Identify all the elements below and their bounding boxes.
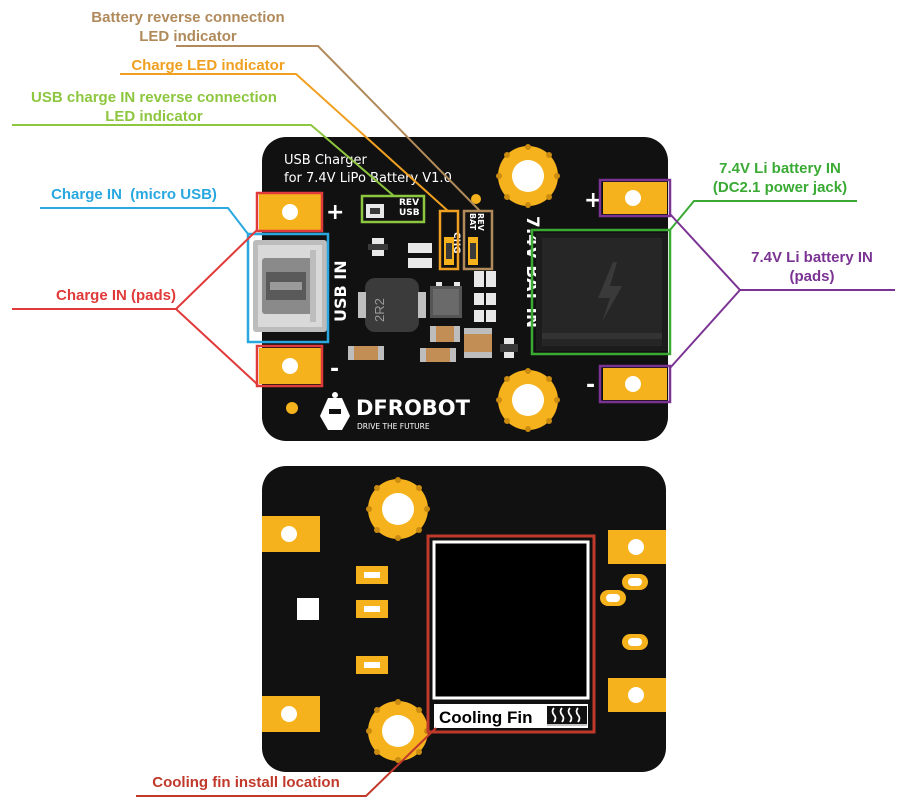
rev-bat-box xyxy=(462,209,494,271)
battery-pad-bottom-box xyxy=(598,364,672,404)
capacitor xyxy=(430,326,460,342)
plus-mark: + xyxy=(326,200,344,225)
label-charge-led: Charge LED indicator xyxy=(131,57,285,74)
leader-battery-pad-bottom xyxy=(669,289,741,369)
chg-text: CHG xyxy=(451,232,461,254)
smd-resistor xyxy=(408,258,432,268)
brand-name: DFROBOT xyxy=(356,396,471,420)
leader-micro-usb xyxy=(40,207,249,235)
dc-jack-box xyxy=(530,228,672,356)
brand-tagline: DRIVE THE FUTURE xyxy=(357,422,430,431)
label-battery-reverse-1: Battery reverse connection xyxy=(91,9,284,26)
label-battery-reverse-2: LED indicator xyxy=(139,28,237,45)
usb-in-label: USB IN xyxy=(331,260,350,322)
cooling-fin-pad xyxy=(432,540,590,700)
front-board: USB Charger for 7.4V LiPo Battery V1.0 +… xyxy=(253,137,668,441)
battery-plus-mark: + xyxy=(584,188,602,213)
label-battery-pads-2: (pads) xyxy=(790,268,835,285)
fiducial-dot xyxy=(471,194,481,204)
smd-part xyxy=(474,271,484,287)
smd-part xyxy=(486,271,496,287)
minus-mark: - xyxy=(330,357,339,382)
fiducial-dot xyxy=(286,402,298,414)
capacitor xyxy=(420,348,456,362)
label-usb-reverse-1: USB charge IN reverse connection xyxy=(31,89,277,106)
inductor-2r2: 2R2 xyxy=(358,278,426,332)
mounting-hole-top xyxy=(496,144,560,208)
rev-bat-text2: BAT xyxy=(468,213,477,231)
micro-usb-box xyxy=(246,232,330,344)
leader-dc-jack xyxy=(669,200,857,231)
cooling-fin-label: Cooling Fin xyxy=(439,708,532,727)
front-pcb xyxy=(262,137,668,441)
capacitor xyxy=(348,346,384,360)
leader-usb-reverse xyxy=(12,124,395,197)
label-battery-jack-2: (DC2.1 power jack) xyxy=(713,179,847,196)
leader-charge-pad-bottom xyxy=(175,308,258,385)
back-mounting-hole-bottom xyxy=(366,699,430,763)
rev-bat-text1: REV xyxy=(476,213,485,232)
label-usb-reverse-2: LED indicator xyxy=(105,108,203,125)
label-battery-pads-1: 7.4V Li battery IN xyxy=(751,249,873,266)
leader-battery-reverse xyxy=(176,45,481,212)
board-title-line1: USB Charger xyxy=(284,153,367,168)
micro-usb-connector xyxy=(253,240,327,332)
lightning-icon xyxy=(598,262,622,322)
inductor-label: 2R2 xyxy=(372,298,387,322)
rev-usb-text1: REV xyxy=(399,198,419,208)
back-mounting-hole-top xyxy=(366,477,430,541)
chg-led-box xyxy=(438,209,460,271)
leader-charge-led xyxy=(120,73,449,212)
label-cooling-fin-location: Cooling fin install location xyxy=(152,774,340,791)
label-charge-in-micro-usb: Charge IN (micro USB) xyxy=(51,186,217,203)
leader-cooling-fin xyxy=(136,727,437,797)
label-charge-in-pads: Charge IN (pads) xyxy=(56,287,176,304)
ic-chip xyxy=(430,286,462,318)
battery-pad-top-box xyxy=(598,178,672,218)
battery-minus-mark: - xyxy=(586,373,595,398)
rev-usb-text2: USB xyxy=(399,208,420,218)
mounting-hole-bottom xyxy=(496,368,560,432)
charge-pad-bottom-box xyxy=(255,344,324,388)
dc-power-jack xyxy=(536,233,668,351)
charge-pad-top-box xyxy=(255,191,324,233)
label-battery-jack-1: 7.4V Li battery IN xyxy=(719,160,841,177)
white-square xyxy=(297,598,319,620)
dfrobot-logo: DFROBOT DRIVE THE FUTURE xyxy=(320,392,471,431)
cooling-fin-outline xyxy=(426,534,596,734)
board-title-line2: for 7.4V LiPo Battery V1.0 xyxy=(284,171,452,186)
back-board: Cooling Fin xyxy=(262,466,666,772)
smd-resistor xyxy=(408,243,432,253)
